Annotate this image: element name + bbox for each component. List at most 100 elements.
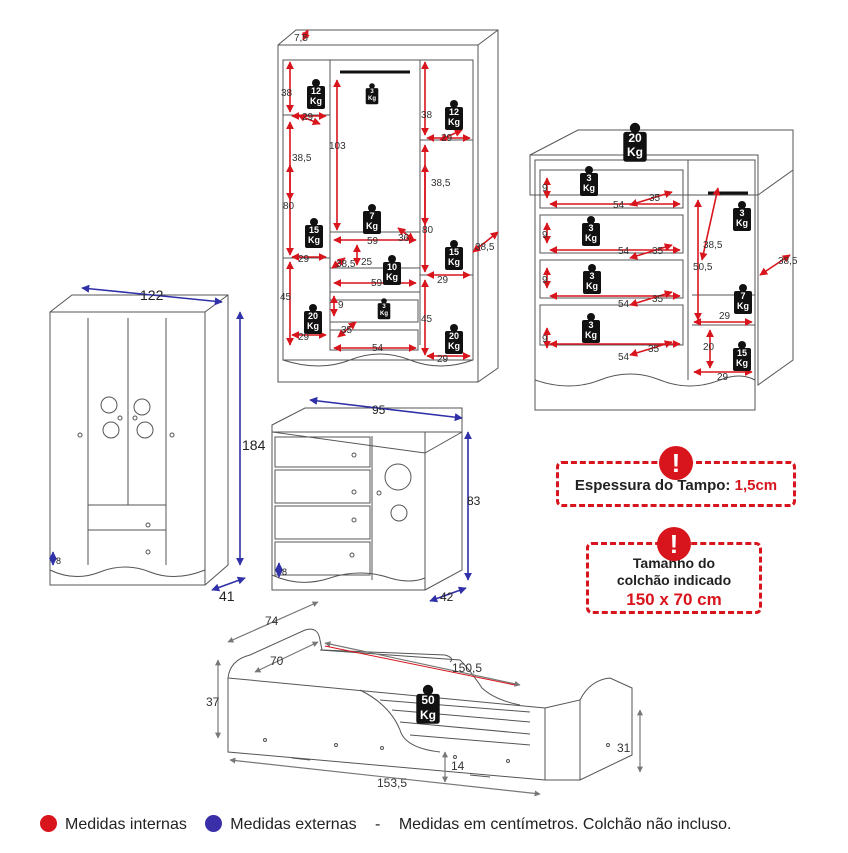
dim-label: 9: [542, 183, 548, 194]
dim-label: 29: [298, 254, 310, 265]
tampo-label: Espessura do Tampo:: [574, 477, 731, 494]
bed-labels: 50 Kg 74 70 150,5 37 31 14 153,5: [206, 614, 631, 790]
dim-label: 38,5: [703, 240, 723, 251]
dim-label: 25: [361, 257, 373, 268]
weight-value: 3: [588, 223, 593, 233]
blue-dot-icon: [205, 815, 223, 832]
dim-label: 36: [398, 233, 410, 244]
dresser-interior-dimension-lines: [543, 177, 791, 376]
legend-internal-label: Medidas internas: [65, 816, 187, 833]
legend-internal: Medidas internas: [40, 815, 191, 833]
dim-label: 38,5: [475, 242, 495, 253]
dim-label: 38,5: [292, 153, 312, 164]
dim-label: 9: [338, 300, 344, 311]
dresser-exterior-labels: 95 83 42 8: [282, 403, 481, 604]
weight-value: 7: [740, 291, 745, 301]
dim-label: 41: [219, 588, 235, 604]
weight-value: 12: [449, 107, 459, 117]
weight-value: 20: [628, 131, 642, 145]
weight-unit: Kg: [448, 341, 460, 351]
tampo-thickness-callout: ! Espessura do Tampo: 1,5cm: [556, 446, 796, 507]
dim-label: 29: [437, 275, 449, 286]
dim-label: 38: [281, 88, 293, 99]
dim-label: 95: [372, 403, 386, 417]
dim-label: 35: [649, 193, 661, 204]
dim-label: 29: [717, 372, 729, 383]
dim-label: 54: [618, 299, 630, 310]
wardrobe-interior-dimension-lines: [286, 29, 499, 360]
dim-label: 29: [302, 112, 314, 123]
mattress-line1: Tamanho do: [632, 555, 716, 571]
mattress-line2: colchão indicado: [616, 572, 732, 588]
weight-unit: Kg: [448, 117, 460, 127]
weight-unit: Kg: [448, 257, 460, 267]
dim-label: 45: [421, 314, 433, 325]
weight-unit: Kg: [380, 311, 388, 317]
weight-unit: Kg: [586, 281, 598, 291]
legend-note: Medidas em centímetros. Colchão não incl…: [398, 816, 732, 833]
weight-value: 50: [421, 693, 435, 707]
weight-value: 3: [588, 320, 593, 330]
dim-label: 54: [618, 352, 630, 363]
weight-unit: Kg: [307, 321, 319, 331]
weight-value: 12: [311, 86, 321, 96]
alert-icon: !: [659, 446, 693, 480]
dim-label: 59: [367, 236, 379, 247]
dim-label: 29: [441, 133, 453, 144]
dim-label: 8: [282, 567, 287, 577]
wardrobe-interior-labels: 7,5 38 38,5 80 45 29 29 29 10 3 59 36 38,…: [280, 33, 495, 365]
weight-value: 3: [370, 89, 374, 95]
red-dot-icon: [40, 815, 57, 832]
dresser-exterior-drawing: [271, 407, 463, 591]
weight-value: 20: [449, 331, 459, 341]
dim-label: 80: [422, 225, 434, 236]
weight-unit: Kg: [585, 233, 597, 243]
dim-label: 54: [618, 246, 630, 257]
dim-label: 35: [341, 325, 353, 336]
mattress-size-callout: ! Tamanho do colchão indicado 150 x 70 c…: [586, 527, 762, 614]
bed-dimension-lines: [215, 601, 643, 797]
weight-value: 3: [382, 304, 386, 310]
dim-label: 59: [371, 278, 383, 289]
legend-separator: -: [375, 816, 381, 833]
weight-unit: Kg: [736, 218, 748, 228]
dim-label: 38,5: [778, 256, 798, 267]
weight-unit: Kg: [310, 96, 322, 106]
weight-value: 10: [387, 262, 397, 272]
dim-label: 70: [270, 654, 284, 668]
weight-unit: Kg: [308, 235, 320, 245]
dim-label: 14: [451, 759, 465, 773]
dim-label: 7,5: [294, 33, 308, 44]
weight-unit: Kg: [736, 358, 748, 368]
weight-unit: Kg: [368, 96, 376, 102]
weight-value: 7: [369, 211, 374, 221]
dim-label: 74: [265, 614, 279, 628]
weight-unit: Kg: [737, 301, 749, 311]
weight-value: 3: [589, 271, 594, 281]
weight-value: 15: [449, 247, 459, 257]
dim-label: 35: [652, 294, 664, 305]
dim-label: 153,5: [377, 776, 407, 790]
wardrobe-exterior-labels: 122 184 41 8: [56, 287, 266, 604]
alert-icon: !: [657, 527, 691, 561]
legend-external-label: Medidas externas: [230, 816, 357, 833]
dresser-exterior-dimension-lines: [275, 396, 472, 603]
weight-unit: Kg: [583, 183, 595, 193]
wardrobe-exterior-drawing: [49, 294, 229, 586]
dim-label: 8: [56, 556, 61, 566]
dim-label: 184: [242, 437, 266, 453]
dim-label: 45: [280, 292, 292, 303]
dim-label: 20: [703, 342, 715, 353]
weight-unit: Kg: [585, 330, 597, 340]
weight-unit: Kg: [366, 221, 378, 231]
weight-value: 3: [739, 208, 744, 218]
dim-label: 9: [542, 230, 548, 241]
dim-label: 122: [140, 287, 164, 303]
tampo-value: 1,5cm: [734, 477, 778, 494]
dim-label: 29: [719, 311, 731, 322]
weight-value: 15: [737, 348, 747, 358]
dim-label: 31: [617, 741, 631, 755]
dim-label: 42: [440, 590, 454, 604]
